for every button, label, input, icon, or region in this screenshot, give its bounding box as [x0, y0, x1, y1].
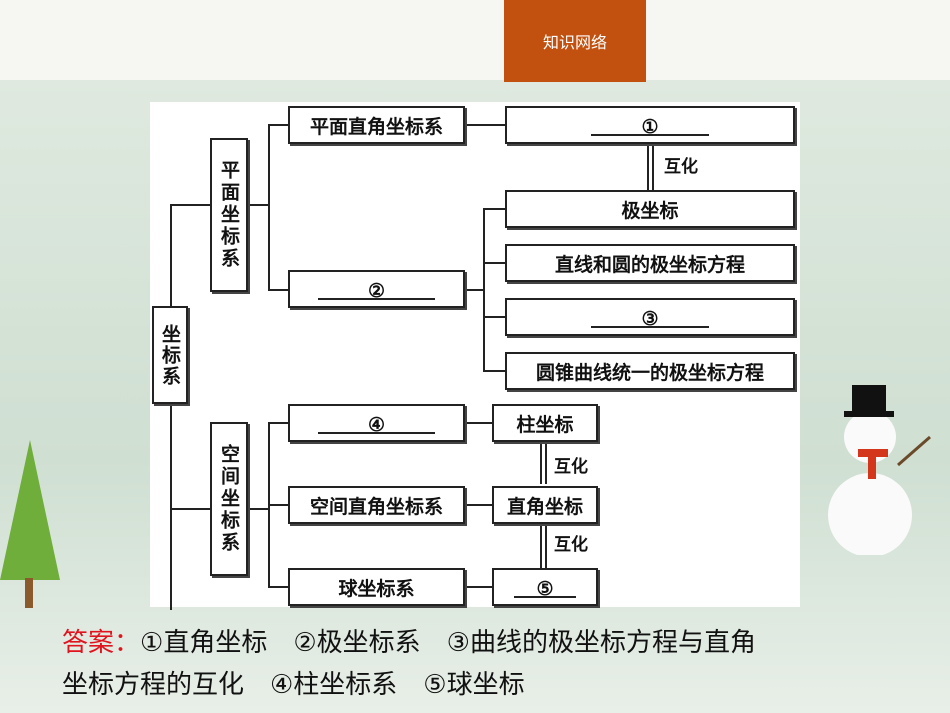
space-group-box: 空间坐标系	[210, 422, 248, 576]
connector	[268, 289, 288, 291]
space-group-label: 空间坐标系	[218, 444, 240, 554]
connector	[248, 204, 268, 206]
space-rect-box: 空间直角坐标系	[288, 486, 465, 524]
blank-2-box: ②	[288, 270, 465, 308]
blank-4: ④	[290, 414, 463, 436]
diagram-panel: 互化 互化 互化 坐标系 平面坐标系 空间坐标系 平面直角坐标系 ① ② 极坐标…	[150, 102, 800, 610]
connector	[268, 422, 288, 424]
rect-coord-box: 直角坐标	[492, 486, 598, 524]
blank-3-box: ③	[505, 298, 795, 336]
blank-1-box: ①	[505, 106, 795, 144]
connector	[483, 370, 505, 372]
polar-box: 极坐标	[505, 190, 795, 228]
answer-text: 答案：①直角坐标 ②极坐标系 ③曲线的极坐标方程与直角 坐标方程的互化 ④柱坐标…	[62, 622, 922, 706]
connector	[483, 316, 505, 318]
connector	[268, 124, 288, 126]
sphere-system-box: 球坐标系	[288, 568, 465, 606]
double-arrow	[545, 442, 547, 484]
plane-rect-box: 平面直角坐标系	[288, 106, 465, 144]
connector	[268, 586, 288, 588]
double-arrow	[540, 524, 542, 568]
answer-prefix: 答案：	[62, 628, 141, 658]
blank-2: ②	[290, 280, 463, 302]
connector	[248, 508, 268, 510]
connector	[483, 208, 485, 370]
connector	[268, 504, 288, 506]
answer-line-1: 答案：①直角坐标 ②极坐标系 ③曲线的极坐标方程与直角	[62, 622, 922, 664]
connector	[170, 204, 172, 610]
root-box: 坐标系	[152, 306, 188, 404]
connector	[483, 208, 505, 210]
double-arrow	[540, 442, 542, 484]
connector	[465, 422, 492, 424]
connector	[268, 124, 270, 290]
root-label: 坐标系	[159, 323, 181, 387]
cylinder-box: 柱坐标	[492, 404, 598, 442]
connector	[465, 504, 492, 506]
line-circle-box: 直线和圆的极坐标方程	[505, 244, 795, 282]
double-arrow	[545, 524, 547, 568]
answer-line-2: 坐标方程的互化 ④柱坐标系 ⑤球坐标	[62, 670, 525, 700]
double-arrow	[647, 144, 649, 190]
pine-tree-decoration	[0, 440, 60, 608]
connector	[465, 586, 492, 588]
conic-box: 圆锥曲线统一的极坐标方程	[505, 352, 795, 390]
answer-content-1: ①直角坐标 ②极坐标系 ③曲线的极坐标方程与直角	[140, 628, 756, 658]
blank-3: ③	[507, 308, 793, 330]
connector	[465, 289, 483, 291]
top-bar	[0, 0, 950, 80]
connector	[465, 124, 505, 126]
double-arrow	[652, 144, 654, 190]
blank-5: ⑤	[494, 578, 596, 600]
plane-group-label: 平面坐标系	[218, 160, 240, 270]
connector	[170, 508, 210, 510]
plane-group-box: 平面坐标系	[210, 138, 248, 292]
blank-1: ①	[507, 116, 793, 138]
snowman-decoration	[828, 385, 931, 555]
connector	[170, 204, 210, 206]
connector	[483, 262, 505, 264]
conversion-label: 互化	[664, 157, 698, 177]
blank-4-box: ④	[288, 404, 465, 442]
section-tab[interactable]: 知识网络	[504, 0, 646, 82]
blank-5-box: ⑤	[492, 568, 598, 606]
conversion-label: 互化	[554, 457, 588, 477]
conversion-label: 互化	[554, 535, 588, 555]
